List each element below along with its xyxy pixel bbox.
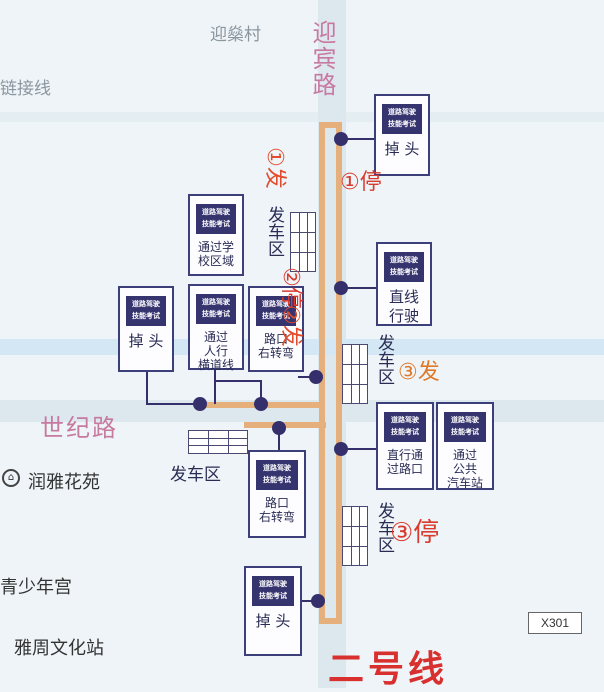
connector-crosswalk-v — [214, 370, 216, 404]
launch-label-north: 发车区 — [264, 206, 284, 257]
launch-label-west: 发车区 — [170, 465, 221, 485]
card-straight: 道路驾驶技能考试 直线 行驶 — [376, 242, 432, 326]
connector-crosswalk-h — [214, 380, 262, 382]
launch-grid-south — [342, 506, 368, 566]
stop-point-straight — [334, 281, 348, 295]
route-right-vertical — [336, 122, 342, 624]
card-badge: 道路驾驶技能考试 — [382, 104, 422, 134]
poi-youth-label: 青少年宫 — [0, 577, 72, 598]
card-badge: 道路驾驶技能考试 — [384, 412, 426, 442]
road-sign-x301: X301 — [528, 612, 582, 634]
connector-right1 — [298, 376, 316, 378]
connector-uturn-left-h — [146, 403, 200, 405]
card-badge: 道路驾驶技能考试 — [256, 296, 296, 326]
card-badge: 道路驾驶技能考试 — [384, 252, 424, 282]
card-intersection-right-2: 道路驾驶技能考试 路口 右转弯 — [248, 450, 306, 538]
route-bottom-cap — [319, 618, 341, 624]
connector-uturn-bottom — [300, 600, 320, 602]
launch-grid-west — [188, 430, 248, 454]
card-caption: 掉 头 — [128, 332, 164, 350]
marker-start-1: ①发 — [261, 147, 287, 189]
marker-stop-2: ②停 — [277, 267, 303, 309]
card-uturn-bottom: 道路驾驶技能考试 掉 头 — [244, 566, 302, 656]
card-badge: 道路驾驶技能考试 — [256, 460, 298, 490]
poi-yazhou-label: 雅周文化站 — [14, 638, 104, 659]
card-caption: 通过 公共 汽车站 — [446, 448, 483, 490]
link-line-label: 链接线 — [0, 79, 51, 99]
card-intersection-right-1: 道路驾驶技能考试 路口 右转弯 — [248, 286, 304, 372]
card-caption: 路口 右转弯 — [257, 332, 294, 360]
bank-poi-icon: ⌂ — [2, 469, 20, 487]
card-caption: 路口 右转弯 — [258, 496, 295, 524]
poi-runya-label: 润雅花苑 — [28, 472, 100, 493]
card-caption: 直线 行驶 — [388, 288, 419, 325]
stop-point-right2 — [272, 421, 286, 435]
village-label: 迎燊村 — [210, 25, 261, 45]
route-top-cap — [319, 122, 341, 128]
card-badge: 道路驾驶技能考试 — [126, 296, 166, 326]
route-title: 二号线 — [328, 649, 449, 690]
connector-straight — [340, 287, 376, 289]
connector-straight-intersection — [340, 448, 376, 450]
marker-start-3: ③发 — [398, 360, 440, 385]
stop-point-uturn-bottom — [311, 594, 325, 608]
marker-start-2: ②发 — [277, 305, 303, 347]
card-uturn-top: 道路驾驶技能考试 掉 头 — [374, 94, 430, 176]
launch-label-south: 发车区 — [374, 502, 394, 553]
launch-grid-middle — [342, 344, 368, 404]
stop-point-straight-intersection — [334, 442, 348, 456]
card-caption: 通过 人行 横道线 — [197, 330, 234, 372]
card-caption: 直行通 过路口 — [386, 448, 423, 476]
card-straight-intersection: 道路驾驶技能考试 直行通 过路口 — [376, 402, 434, 490]
card-badge: 道路驾驶技能考试 — [252, 576, 294, 606]
connector-uturn-left-v — [146, 370, 148, 404]
card-uturn-left: 道路驾驶技能考试 掉 头 — [118, 286, 174, 372]
card-school: 道路驾驶技能考试 通过学 校区域 — [188, 194, 244, 276]
stop-point-uturn-left — [193, 397, 207, 411]
connector-crosswalk-v2 — [260, 380, 262, 404]
card-badge: 道路驾驶技能考试 — [196, 294, 236, 324]
connector-right2-v — [278, 428, 280, 452]
card-crosswalk: 道路驾驶技能考试 通过 人行 横道线 — [188, 284, 244, 372]
yingbin-road-label: 迎宾路 — [308, 20, 336, 98]
shiji-road-label: 世纪路 — [40, 414, 118, 442]
card-badge: 道路驾驶技能考试 — [444, 412, 486, 442]
card-badge: 道路驾驶技能考试 — [196, 204, 236, 234]
card-caption: 掉 头 — [255, 612, 291, 630]
marker-stop-3: ③停 — [390, 518, 440, 548]
stop-point-right1 — [309, 370, 323, 384]
launch-label-middle: 发车区 — [374, 334, 394, 385]
card-bus-stop: 道路驾驶技能考试 通过 公共 汽车站 — [436, 402, 494, 490]
stop-point-uturn-top — [334, 132, 348, 146]
marker-stop-1: ①停 — [340, 170, 382, 195]
background-road-north — [0, 112, 604, 122]
connector-uturn-top — [340, 138, 374, 140]
card-caption: 通过学 校区域 — [197, 240, 234, 268]
launch-grid-north — [290, 212, 316, 272]
stop-point-crosswalk — [254, 397, 268, 411]
card-caption: 掉 头 — [384, 140, 420, 158]
